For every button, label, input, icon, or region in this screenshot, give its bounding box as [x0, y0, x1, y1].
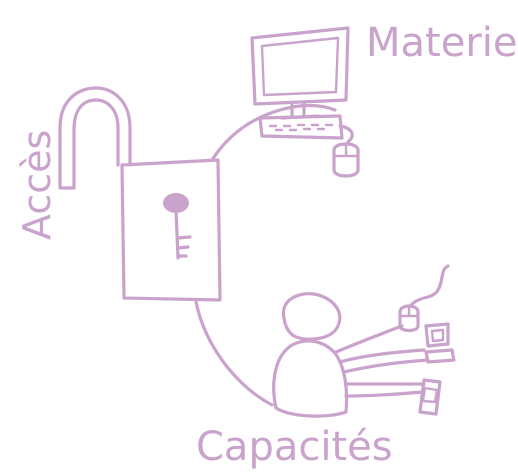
- mouse-icon: [334, 126, 358, 176]
- monitor-screen: [262, 38, 338, 95]
- person-icon: [274, 294, 428, 416]
- key-icon: [164, 194, 190, 258]
- padlock-icon: [60, 88, 220, 300]
- person-arm-1: [336, 326, 402, 352]
- small-mouse-cable: [410, 266, 448, 306]
- person-arm-3: [344, 360, 428, 372]
- person-head: [283, 294, 339, 339]
- padlock-shackle: [60, 88, 130, 188]
- connector-padlock-to-hardware: [212, 106, 335, 161]
- label-capacites: Capacités: [196, 424, 393, 470]
- label-acces: Accès: [15, 130, 59, 240]
- small-mouse-icon: [400, 266, 448, 331]
- padlock-body: [122, 160, 220, 300]
- connector-padlock-to-person: [196, 302, 272, 405]
- person-arm-5: [346, 392, 422, 396]
- keyboard-icon: [260, 116, 342, 138]
- phone-icon: [420, 380, 440, 414]
- small-computer-icon: [426, 324, 454, 362]
- label-materiel: Materiel: [366, 20, 518, 66]
